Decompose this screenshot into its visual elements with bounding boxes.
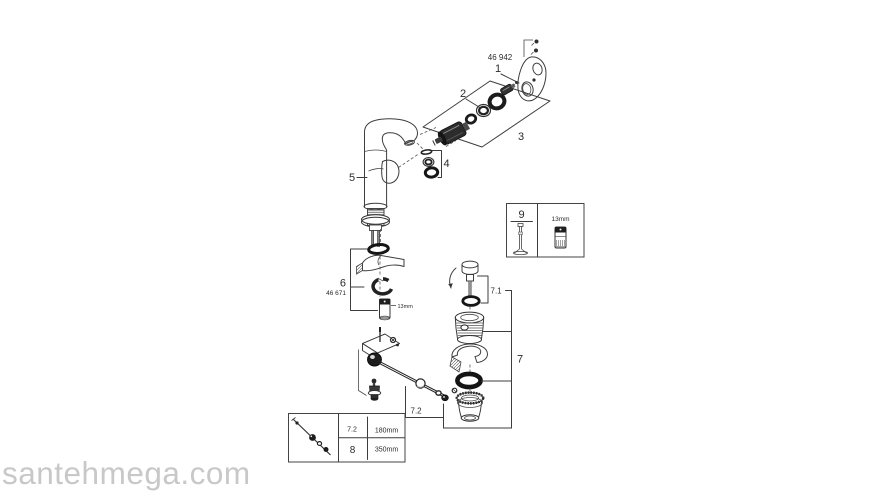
- escutcheon-body: [517, 56, 547, 102]
- washer: [420, 149, 433, 155]
- tool-info-box: [506, 203, 585, 258]
- ring: [422, 157, 435, 167]
- c-clip: [371, 277, 394, 296]
- drain-assembly-group: [443, 260, 512, 429]
- table-row1-ref: 7.2: [347, 427, 357, 434]
- rod-variant-icon: [291, 417, 331, 456]
- callout-5: 5: [349, 172, 355, 184]
- faucet-outline: [364, 118, 418, 208]
- callout-3: 3: [518, 131, 524, 143]
- size-table-box: [288, 413, 406, 463]
- seal-ring: [487, 92, 507, 111]
- o-ring: [464, 113, 478, 125]
- mounting-parts-group: [350, 229, 405, 321]
- socket-part-icon: [554, 226, 567, 249]
- rod-ball-joint: [415, 378, 426, 389]
- drain-flange: [454, 311, 485, 324]
- toolbox-dim: 13mm: [551, 216, 569, 223]
- thick-o-ring: [455, 371, 483, 390]
- part-number-1: 46 942: [488, 53, 513, 62]
- lever-rod-group: [358, 327, 449, 429]
- bracket-3-outline: [422, 80, 551, 148]
- callout-7: 7: [517, 354, 523, 366]
- faucet-handle: [381, 159, 400, 184]
- washer: [461, 295, 481, 307]
- screw-icon: [534, 48, 538, 53]
- rod-grommet: [367, 352, 382, 367]
- drain-clamp: [451, 343, 488, 363]
- callout-labels: 46 942 1 2 3 4 5 6 46 671 13mm 7.1 7 7.2…: [326, 53, 569, 456]
- part-number-6: 46 671: [326, 290, 346, 297]
- ring: [475, 103, 492, 118]
- rod-ring: [435, 390, 442, 396]
- toolbox-callout-9: 9: [518, 209, 524, 221]
- callout-6: 6: [340, 278, 346, 290]
- table-row2-length: 350mm: [375, 447, 399, 454]
- mounting-stud: [371, 230, 375, 245]
- callout-1: 1: [495, 63, 501, 75]
- callout-4: 4: [444, 158, 450, 170]
- mounting-stud: [377, 230, 381, 247]
- cartridge-parts-group: [422, 80, 551, 148]
- rod-nut: [441, 394, 449, 402]
- watermark-text: santehmega.com: [2, 455, 251, 491]
- callout-7-1: 7.1: [491, 287, 503, 296]
- callout-2: 2: [460, 88, 466, 100]
- screw-icon: [515, 81, 518, 84]
- screw-icon: [534, 39, 539, 44]
- faucet-body-group: [356, 118, 437, 247]
- side-hole: [460, 324, 469, 331]
- cartridge-part: [432, 121, 470, 146]
- table-row1-length: 180mm: [375, 428, 399, 435]
- dim-13mm-inline: 13mm: [398, 304, 414, 310]
- mounting-tool-icon: [513, 223, 528, 255]
- aerator-parts-group: [420, 149, 442, 179]
- popup-knob: [461, 260, 479, 269]
- table-row2-ref: 8: [350, 445, 356, 456]
- spout-retainer: [362, 254, 405, 272]
- aerator-ring: [423, 166, 440, 179]
- rod-bracket-plate: [362, 333, 400, 354]
- o-ring: [367, 243, 390, 255]
- pivot-seat-part: [367, 378, 382, 401]
- callout-7-2: 7.2: [411, 407, 423, 416]
- thread-lines: [456, 322, 483, 336]
- spout-outlet: [404, 139, 415, 146]
